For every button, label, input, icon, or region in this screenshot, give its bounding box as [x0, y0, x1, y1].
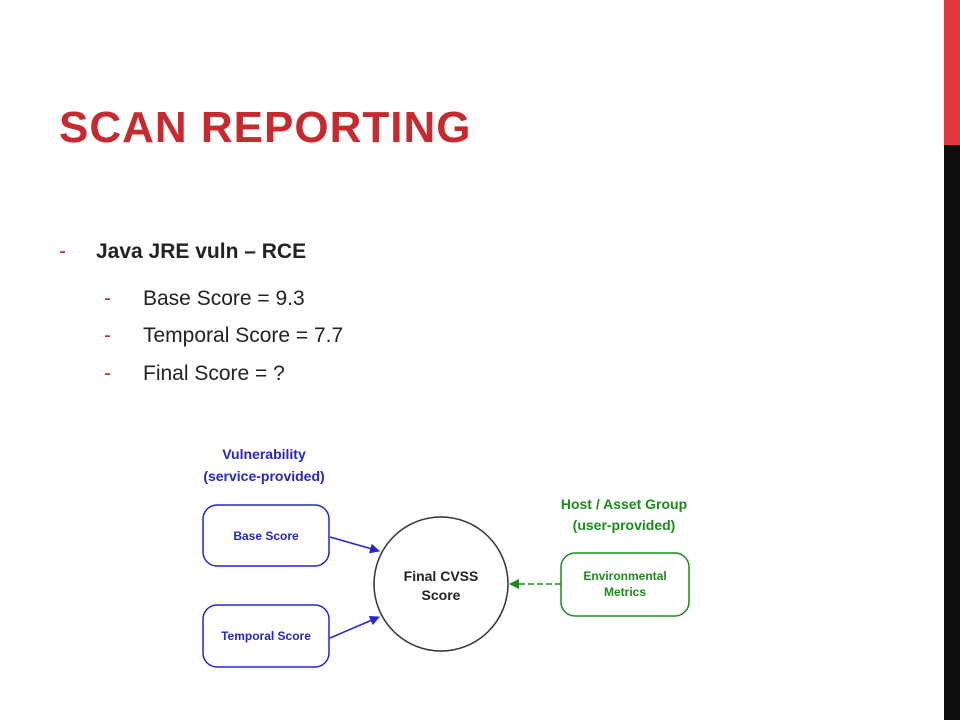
bullet-marker: - [59, 240, 66, 263]
bullet-text: Java JRE vuln – RCE [96, 240, 307, 263]
bullet-marker: - [104, 287, 111, 310]
final-cvss-label: Final CVSS [404, 568, 479, 584]
bullet-marker: - [104, 324, 111, 347]
base-to-final-arrow [329, 536, 380, 554]
bullet-marker: - [104, 362, 111, 385]
page-title: Scan Reporting [59, 103, 472, 152]
temporal-to-final-arrow [329, 615, 380, 639]
bullet-text: Final Score = ? [143, 362, 285, 385]
host-asset-group-label: Host / Asset Group [561, 496, 687, 512]
vulnerability-label: Vulnerability [222, 446, 306, 462]
temporal-score-box [202, 604, 330, 668]
bullet-text: Base Score = 9.3 [143, 287, 305, 310]
base-score-box [202, 504, 330, 567]
final-cvss-circle [373, 516, 509, 652]
base-score-label: Base Score [233, 529, 299, 543]
user-provided-label: (user-provided) [573, 517, 676, 533]
score-label: Score [422, 587, 461, 603]
side-accent-bar-red [944, 0, 960, 145]
temporal-score-label: Temporal Score [221, 629, 311, 643]
service-provided-label: (service-provided) [203, 468, 324, 484]
metrics-label: Metrics [604, 585, 646, 599]
bullet-text: Temporal Score = 7.7 [143, 324, 344, 347]
environmental-label: Environmental [583, 569, 666, 583]
side-accent-bar-black [944, 145, 960, 720]
